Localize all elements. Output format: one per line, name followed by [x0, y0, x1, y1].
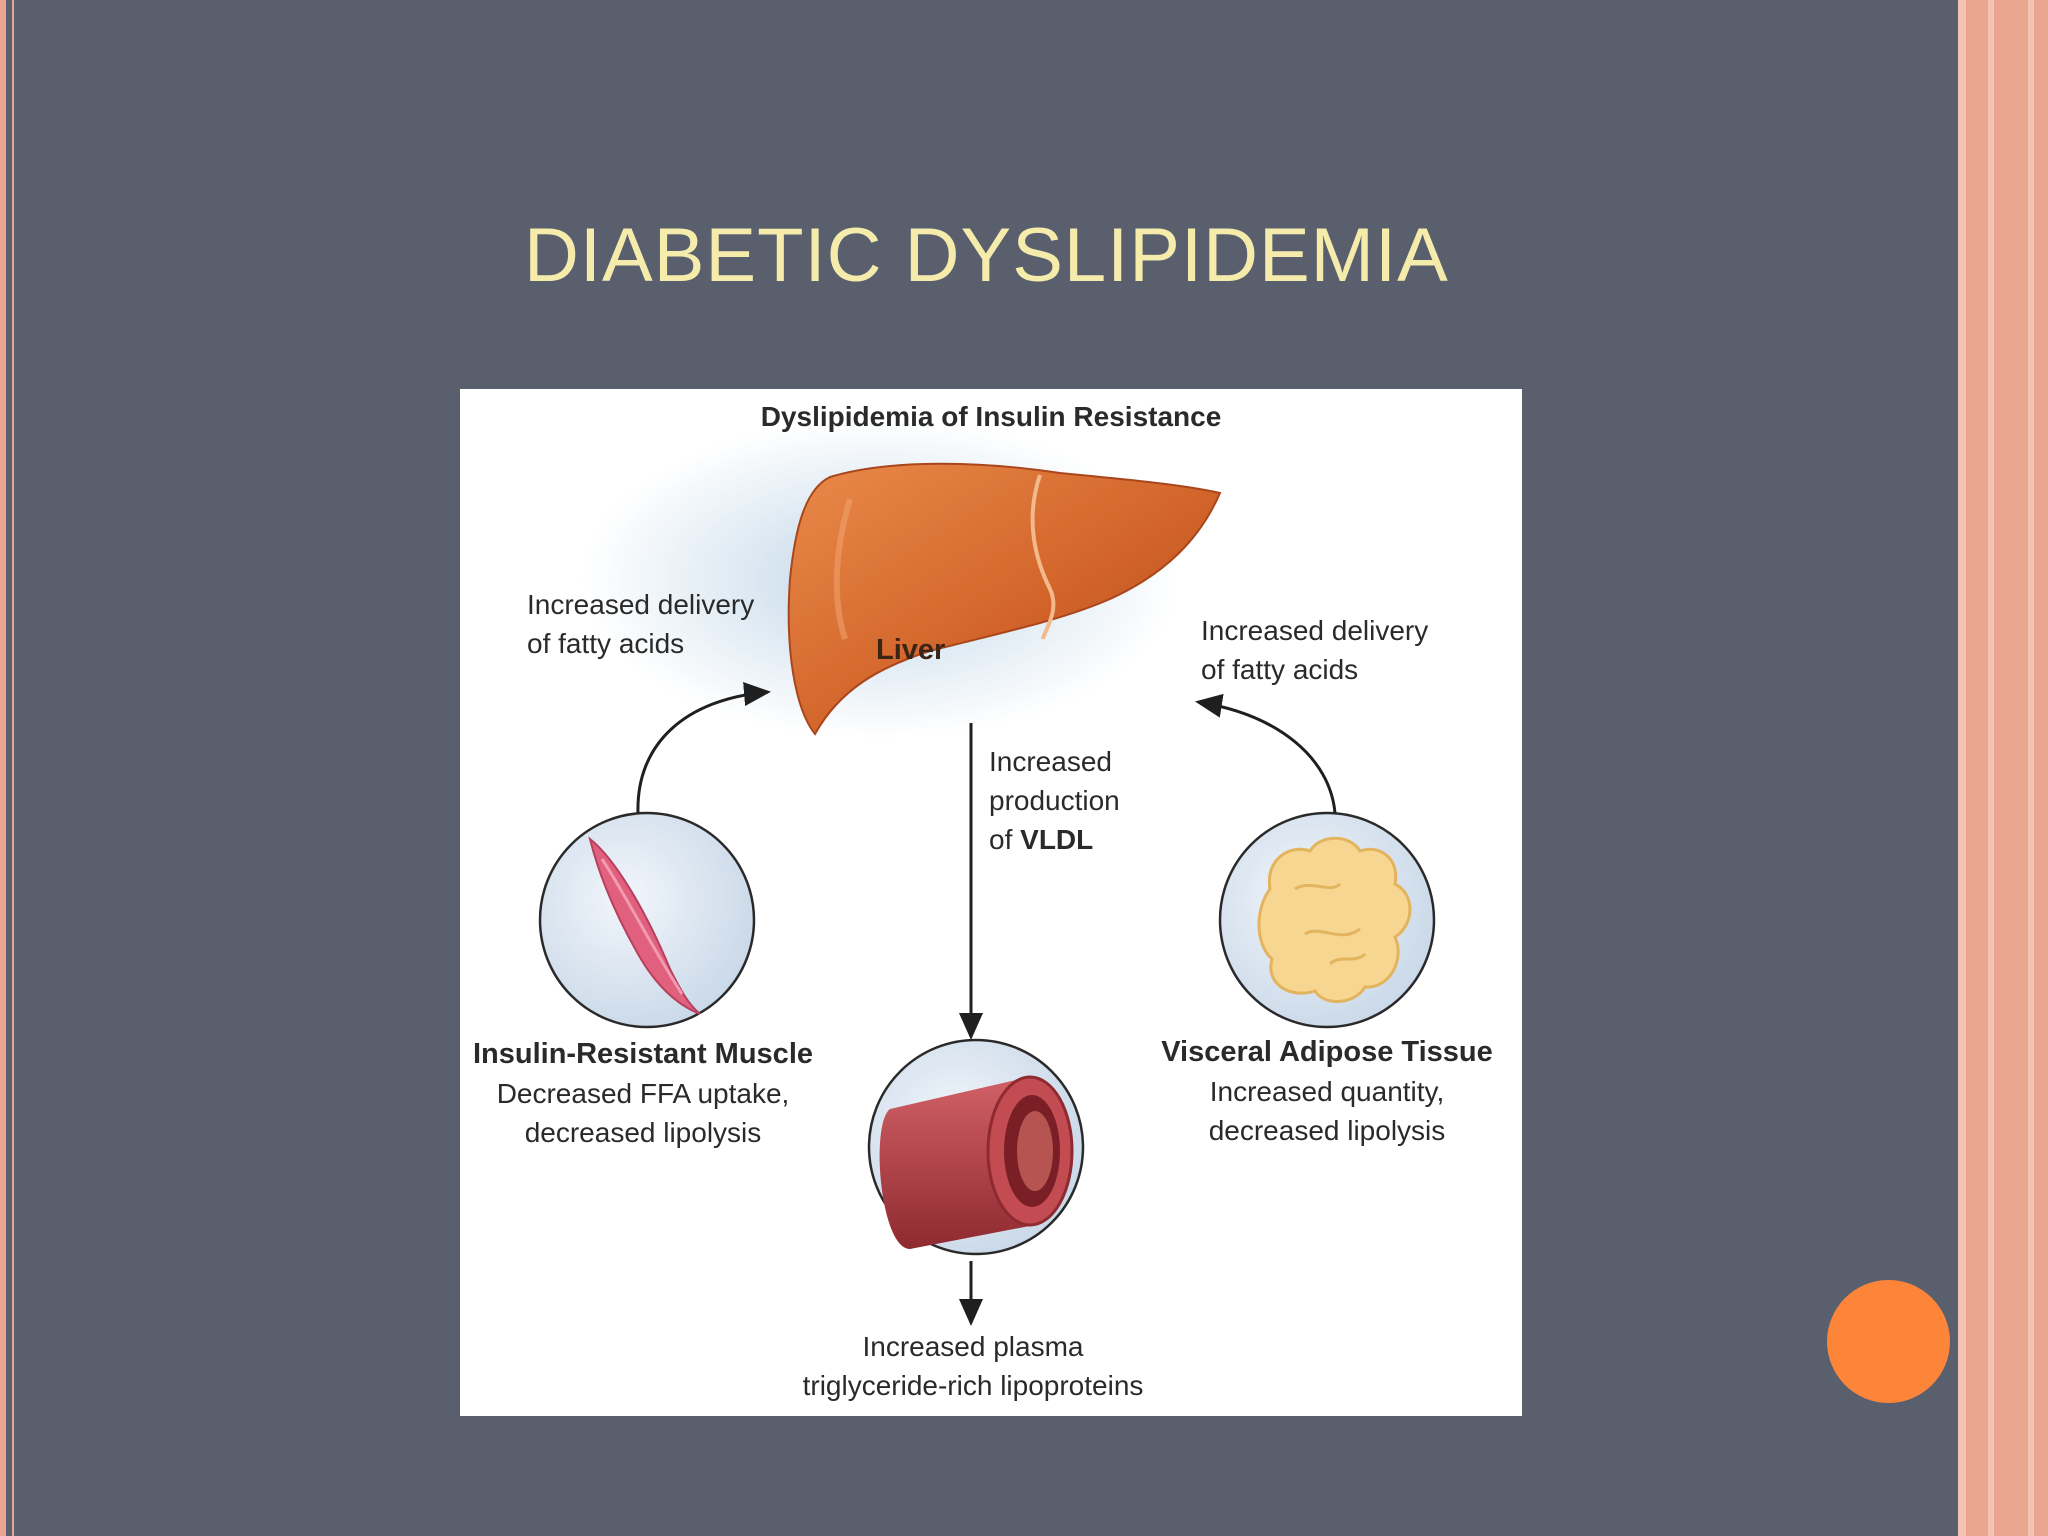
- muscle-illustration: [538, 811, 756, 1029]
- liver-illustration: [580, 419, 1222, 739]
- orange-accent-circle: [1827, 1280, 1950, 1403]
- right-border-decoration: [1958, 0, 2048, 1536]
- left-arrow-line2: of fatty acids: [527, 628, 685, 659]
- muscle-title: Insulin-Resistant Muscle: [472, 1038, 813, 1070]
- adipose-title: Visceral Adipose Tissue: [1161, 1036, 1493, 1068]
- bottom-line1: Increased plasma: [862, 1331, 1084, 1362]
- adipose-illustration: [1218, 811, 1436, 1029]
- vldl-label: VLDL: [1020, 824, 1094, 855]
- center-arrow-line1: Increased: [989, 746, 1112, 777]
- left-border-decoration: [0, 0, 24, 1536]
- center-arrow-line2: production: [989, 785, 1120, 816]
- left-curved-arrow: [636, 682, 771, 814]
- right-curved-arrow: [1195, 693, 1337, 814]
- muscle-line2: decreased lipolysis: [524, 1117, 762, 1148]
- diagram-figure: Dyslipidemia of Insulin Resistance Liver…: [460, 389, 1522, 1416]
- vessel-illustration: [867, 1038, 1085, 1256]
- adipose-line1: Increased quantity,: [1209, 1076, 1445, 1107]
- figure-title: Dyslipidemia of Insulin Resistance: [760, 401, 1222, 432]
- slide-title: DIABETIC DYSLIPIDEMIA: [524, 213, 1449, 298]
- bottom-line2: triglyceride-rich lipoproteins: [802, 1370, 1144, 1401]
- muscle-line1: Decreased FFA uptake,: [496, 1078, 790, 1109]
- diagram-graphics: [538, 419, 1436, 1326]
- center-arrow-of: of: [989, 824, 1021, 855]
- right-arrow-line2: of fatty acids: [1201, 654, 1359, 685]
- left-arrow-line1: Increased delivery: [527, 589, 755, 620]
- center-arrow-line3: of VLDL: [989, 820, 1093, 859]
- right-arrow-line1: Increased delivery: [1201, 615, 1429, 646]
- liver-label: Liver: [876, 634, 946, 666]
- adipose-line2: decreased lipolysis: [1208, 1115, 1446, 1146]
